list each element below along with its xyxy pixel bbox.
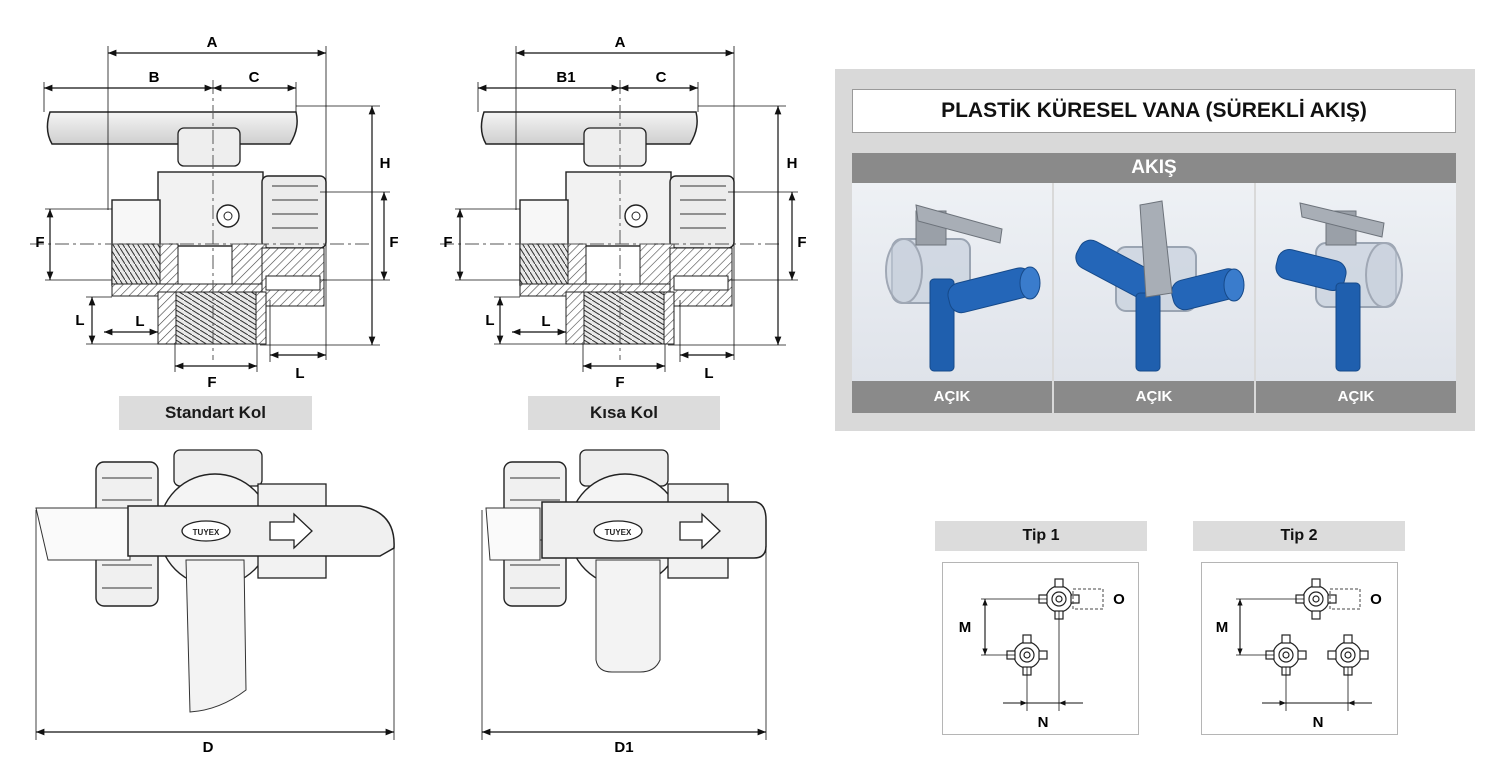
flow-panel: PLASTİK KÜRESEL VANA (SÜREKLİ AKIŞ) AKIŞ [835,69,1475,431]
standard-handle-caption: Standart Kol [119,396,312,430]
dim-a-label: A [207,34,218,51]
flow-image-2 [1054,183,1254,381]
dim-b-label: B [149,69,160,86]
dim-l-vertical-label: L [75,312,84,329]
tip2-dim-n: N [1313,714,1324,731]
handle-shape [46,111,298,145]
dim-l-horizontal-label: L [135,313,144,330]
flow-label-3: AÇIK [1256,381,1456,413]
tip1-dim-n: N [1038,714,1049,731]
brand-logo-2: TUYEX [605,528,632,537]
flow-panel-title: PLASTİK KÜRESEL VANA (SÜREKLİ AKIŞ) [852,89,1456,133]
tip1-dim-m: M [959,619,972,636]
short-top-view: TUYEX D1 [481,449,767,756]
dim-l-right-label: L [295,365,304,382]
standard-section-drawing: A B C H F F F L L L [30,34,399,391]
dim-f-right-label-2: F [797,234,806,251]
dim-l-horizontal-label-2: L [541,313,550,330]
flow-label-2: AÇIK [1054,381,1254,413]
flow-header: AKIŞ [852,153,1456,183]
dim-f-left-label-2: F [443,234,452,251]
dim-h-label: H [380,155,391,172]
dim-c-label: C [249,69,260,86]
tip1-dim-o: O [1113,591,1125,608]
dim-l-vertical-label-2: L [485,312,494,329]
dim-f-bottom-label-2: F [615,374,624,391]
dim-f-left-label: F [35,234,44,251]
tip1-title: Tip 1 [935,521,1147,551]
dim-d-label: D [203,739,214,756]
dim-l-right-label-2: L [704,365,713,382]
short-handle-caption: Kısa Kol [528,396,720,430]
tip2-title: Tip 2 [1193,521,1405,551]
tip2-diagram: M O N [1201,562,1398,735]
flow-label-1: AÇIK [852,381,1052,413]
dim-f-bottom-label: F [207,374,216,391]
flow-image-3 [1256,183,1456,381]
standard-top-view: TUYEX D [35,449,395,756]
dim-d1-label: D1 [614,739,633,756]
flow-image-1 [852,183,1052,381]
tip1-diagram: M O N [942,562,1139,735]
dim-f-right-label: F [389,234,398,251]
short-section-drawing: A B1 C H F F F L L L [440,34,807,391]
dim-h-label-2: H [787,155,798,172]
tip2-dim-o: O [1370,591,1382,608]
dim-b1-label: B1 [556,69,575,86]
brand-logo-1: TUYEX [193,528,220,537]
tip2-dim-m: M [1216,619,1229,636]
dim-c-label-2: C [656,69,667,86]
dim-a-label-2: A [615,34,626,51]
